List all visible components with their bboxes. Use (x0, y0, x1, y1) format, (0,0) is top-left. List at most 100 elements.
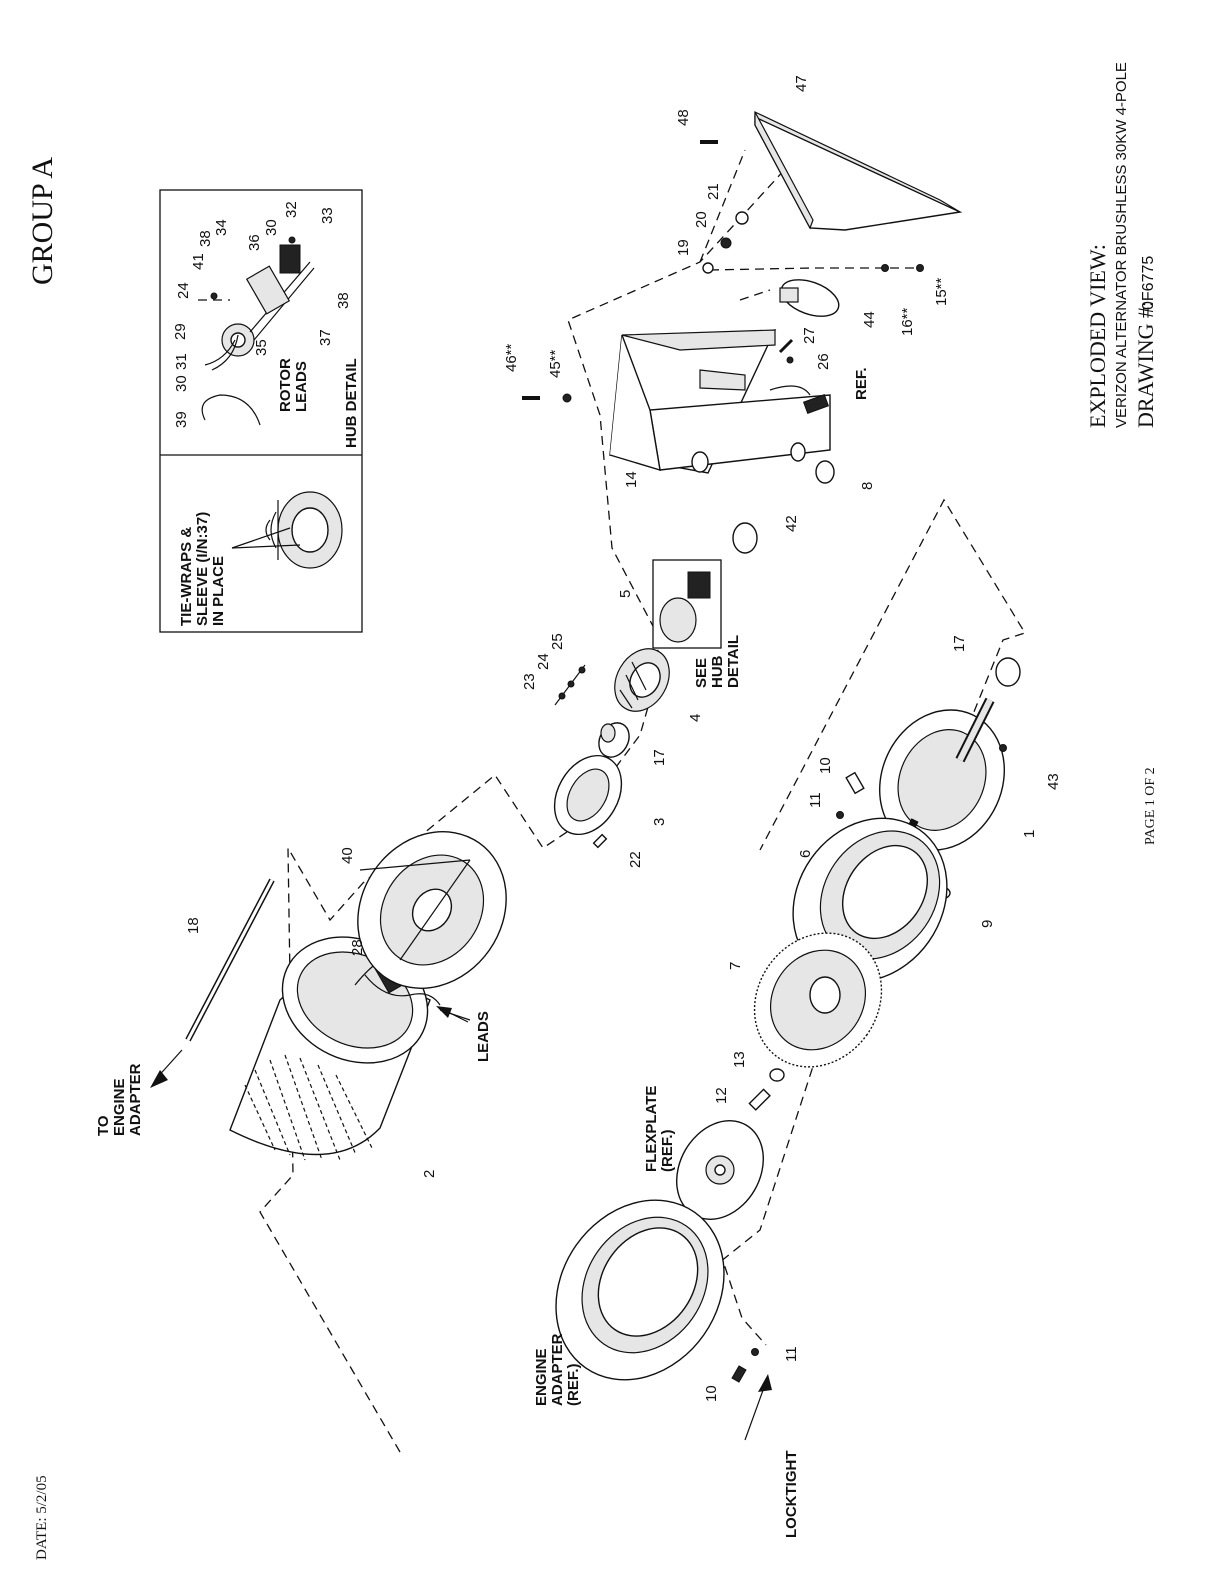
leads-label: LEADS (475, 1011, 492, 1062)
svg-text:HUB: HUB (709, 655, 726, 688)
svg-text:DETAIL: DETAIL (725, 635, 742, 688)
svg-text:43: 43 (1045, 773, 1062, 790)
svg-text:44: 44 (861, 311, 878, 328)
svg-text:23: 23 (521, 673, 538, 690)
svg-text:TIE-WRAPS &: TIE-WRAPS & (178, 527, 195, 626)
svg-text:41: 41 (190, 253, 207, 270)
svg-text:28: 28 (349, 939, 366, 956)
svg-text:SLEEVE (I/N:37): SLEEVE (I/N:37) (194, 512, 211, 626)
svg-text:18: 18 (185, 917, 202, 934)
svg-text:11: 11 (783, 1346, 800, 1362)
svg-text:20: 20 (693, 211, 710, 228)
page-number: PAGE 1 OF 2 (1143, 767, 1158, 845)
connector-ref (769, 338, 830, 415)
hub-detail-illustration (198, 236, 315, 426)
title-line-2: VERIZON ALTERNATOR BRUSHLESS 30KW 4-POLE (1113, 62, 1130, 428)
clamp-44 (779, 279, 840, 317)
svg-text:17: 17 (951, 635, 968, 652)
locktight-leader (744, 1381, 767, 1441)
nut-15 (916, 264, 924, 272)
locktight-label: LOCKTIGHT (783, 1451, 800, 1539)
svg-text:ADAPTER: ADAPTER (127, 1063, 144, 1136)
bolt-10-washer-11-lower (731, 1348, 759, 1383)
svg-text:29: 29 (172, 323, 189, 340)
svg-text:38: 38 (335, 292, 352, 309)
svg-text:27: 27 (801, 327, 818, 344)
svg-text:9: 9 (979, 920, 996, 928)
svg-text:(REF.): (REF.) (659, 1130, 676, 1173)
svg-text:19: 19 (675, 239, 692, 256)
svg-text:30: 30 (173, 375, 190, 392)
title-line-1: EXPLODED VIEW: (1085, 244, 1110, 428)
svg-text:32: 32 (283, 201, 300, 218)
svg-text:26: 26 (815, 353, 832, 370)
bearing-17-lower (995, 657, 1021, 687)
svg-text:FLEXPLATE: FLEXPLATE (643, 1086, 660, 1172)
svg-text:37: 37 (317, 329, 334, 346)
pin-22 (592, 833, 608, 849)
svg-text:5: 5 (617, 590, 634, 598)
grommet-42 (732, 522, 758, 554)
engine-adapter-label: ENGINE ADAPTER (REF.) (533, 1333, 582, 1406)
flexplate (675, 1120, 765, 1220)
svg-text:LEADS: LEADS (293, 361, 310, 412)
drawing-date: DATE: 5/2/05 (34, 1475, 50, 1560)
grommet-8 (815, 460, 835, 484)
svg-text:46**: 46** (503, 343, 520, 372)
svg-text:10: 10 (703, 1385, 720, 1402)
locktight-arrow-icon (758, 1374, 772, 1392)
svg-text:14: 14 (623, 471, 640, 488)
hardware-path-44 (739, 289, 771, 301)
svg-text:31: 31 (173, 353, 190, 370)
flexplate-label: FLEXPLATE (REF.) (643, 1086, 676, 1172)
screws-23-24-25 (554, 664, 586, 706)
hardware-path-48 (699, 149, 746, 263)
svg-text:ADAPTER: ADAPTER (549, 1333, 566, 1406)
bearing-ring-3 (553, 754, 623, 836)
part-callouts: 1 2 3 4 5 6 7 8 9 10 10 11 11 12 13 14 1… (185, 75, 1062, 1402)
svg-text:10: 10 (817, 757, 834, 774)
svg-text:36: 36 (246, 234, 263, 251)
leads-arrow-icon (436, 1006, 452, 1018)
hub-detail-callouts: 24 41 38 34 36 30 32 33 29 31 30 35 37 3… (172, 201, 352, 428)
svg-text:25: 25 (549, 633, 566, 650)
svg-text:48: 48 (675, 109, 692, 126)
fan-6 (792, 817, 948, 983)
svg-text:SEE: SEE (693, 658, 710, 688)
svg-text:4: 4 (687, 714, 704, 722)
nut-16 (881, 264, 889, 272)
rotor-leads-label: ROTOR LEADS (277, 358, 310, 412)
hub-detail-title: HUB DETAIL (343, 358, 360, 448)
arrow-to-engine-icon (150, 1070, 168, 1088)
svg-text:38: 38 (197, 230, 214, 247)
svg-text:33: 33 (319, 207, 336, 224)
svg-text:15**: 15** (933, 277, 950, 306)
to-engine-adapter-label: TO ENGINE ADAPTER (95, 1063, 144, 1136)
svg-text:2: 2 (421, 1170, 438, 1178)
svg-text:11: 11 (807, 792, 824, 808)
svg-text:8: 8 (859, 482, 876, 490)
svg-text:ENGINE: ENGINE (533, 1348, 550, 1406)
svg-text:39: 39 (173, 411, 190, 428)
hardware-45-46 (522, 393, 572, 403)
svg-text:3: 3 (651, 818, 668, 826)
svg-text:12: 12 (713, 1087, 730, 1104)
svg-text:34: 34 (213, 219, 230, 236)
hardware-19-20-21 (702, 211, 749, 274)
group-title: GROUP A (26, 157, 59, 285)
svg-text:1: 1 (1021, 830, 1038, 838)
coupling-7 (753, 932, 883, 1068)
svg-text:35: 35 (253, 339, 270, 356)
svg-text:47: 47 (793, 75, 810, 92)
svg-text:24: 24 (175, 282, 192, 299)
svg-text:30: 30 (263, 219, 280, 236)
svg-text:6: 6 (797, 850, 814, 858)
bolt-10-washer-11-upper (836, 771, 865, 819)
svg-text:(REF.): (REF.) (565, 1364, 582, 1407)
svg-text:22: 22 (627, 851, 644, 868)
drawing-label: DRAWING #: (1133, 301, 1158, 428)
end-bracket-40 (357, 831, 507, 989)
svg-text:24: 24 (535, 653, 552, 670)
